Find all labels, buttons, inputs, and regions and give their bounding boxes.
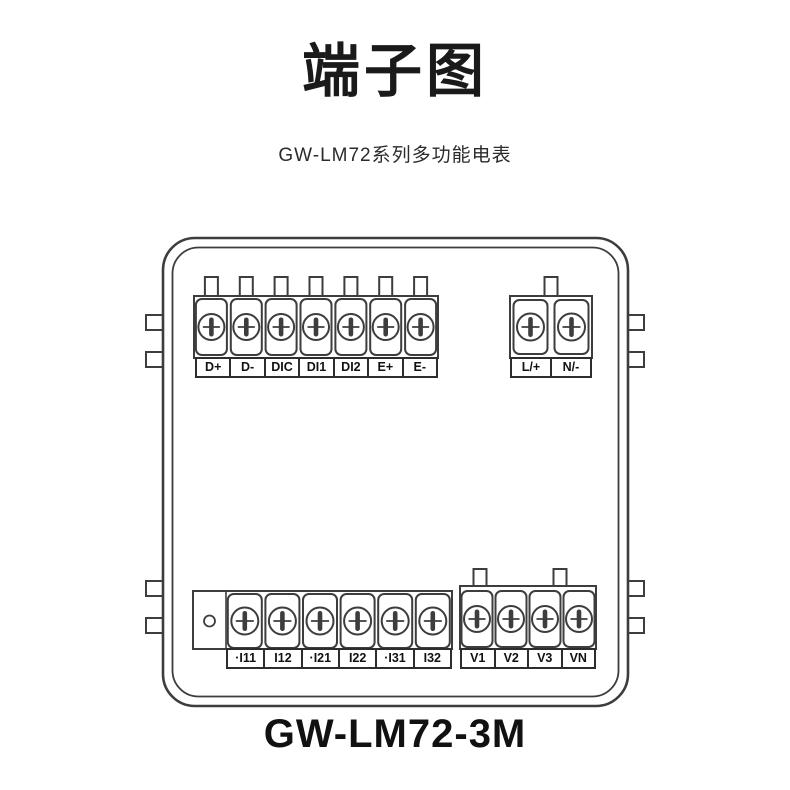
screw-terminal-icon — [264, 593, 301, 649]
terminal-block-top-left — [193, 276, 439, 359]
terminal-label-strip-top-right: L/+ N/- — [510, 357, 592, 378]
screw-terminal-icon — [339, 593, 376, 649]
screw-terminal-icon — [528, 590, 562, 648]
terminal-tab-icon — [343, 276, 359, 298]
screw-terminal-icon — [229, 298, 263, 356]
terminal-label-strip-top-left: D+ D- DIC DI1 DI2 E+ E- — [195, 357, 438, 378]
model-label: GW-LM72-3M — [263, 712, 527, 756]
screw-terminal-icon — [369, 298, 403, 356]
screw-terminal-icon — [377, 593, 414, 649]
terminal-label: DI2 — [332, 357, 370, 378]
terminal-label: V1 — [460, 648, 496, 669]
terminal-tab-icon — [308, 276, 324, 298]
screw-terminal-icon — [460, 590, 494, 648]
screw-terminal-icon — [553, 299, 590, 355]
screw-terminal-icon — [264, 298, 298, 356]
terminal-label: N/- — [550, 357, 592, 378]
screw-terminal-icon — [562, 590, 596, 648]
terminal-label: ·I21 — [300, 648, 340, 669]
terminal-label: E- — [401, 357, 438, 378]
terminal-label: ·I31 — [375, 648, 415, 669]
page-subtitle: GW-LM72系列多功能电表 — [278, 145, 512, 166]
terminal-label: D- — [229, 357, 266, 378]
page-title: 端子图 — [301, 39, 488, 104]
terminal-block-bottom-left — [192, 590, 453, 650]
terminal-label-strip-bottom-left: ·I11 I12 ·I21 I22 ·I31 I32 — [226, 648, 452, 669]
screw-terminal-icon — [512, 299, 549, 355]
screw-terminal-icon — [302, 593, 338, 649]
terminal-label: VN — [560, 648, 596, 669]
terminal-label: I32 — [412, 648, 452, 669]
terminal-tab-icon — [273, 276, 289, 298]
screw-terminal-icon — [226, 593, 263, 649]
screw-terminal-icon — [404, 298, 438, 356]
terminal-tab-icon — [238, 276, 254, 298]
terminal-block-bottom-right — [459, 568, 597, 650]
screw-terminal-icon — [494, 590, 528, 648]
screw-terminal-icon — [299, 298, 333, 356]
screw-terminal-icon — [334, 298, 368, 356]
terminal-label: ·I11 — [226, 648, 266, 669]
screw-terminal-icon — [414, 593, 451, 649]
screw-terminal-icon — [194, 298, 228, 356]
terminal-label: DIC — [263, 357, 301, 378]
meter-body-inner-outline — [171, 246, 620, 698]
terminal-label: V2 — [493, 648, 529, 669]
terminal-label: V3 — [527, 648, 563, 669]
terminal-label: L/+ — [510, 357, 552, 378]
terminal-label: DI1 — [298, 357, 335, 378]
terminal-tab-icon — [203, 276, 219, 298]
terminal-label: E+ — [367, 357, 404, 378]
terminal-label-strip-bottom-right: V1 V2 V3 VN — [460, 648, 596, 669]
terminal-tab-icon — [378, 276, 394, 298]
terminal-tab-icon — [543, 276, 559, 298]
terminal-label: I12 — [263, 648, 303, 669]
terminal-label: I22 — [337, 648, 378, 669]
fixing-hole-icon — [203, 614, 216, 628]
terminal-label: D+ — [195, 357, 232, 378]
terminal-tab-icon — [413, 276, 429, 298]
